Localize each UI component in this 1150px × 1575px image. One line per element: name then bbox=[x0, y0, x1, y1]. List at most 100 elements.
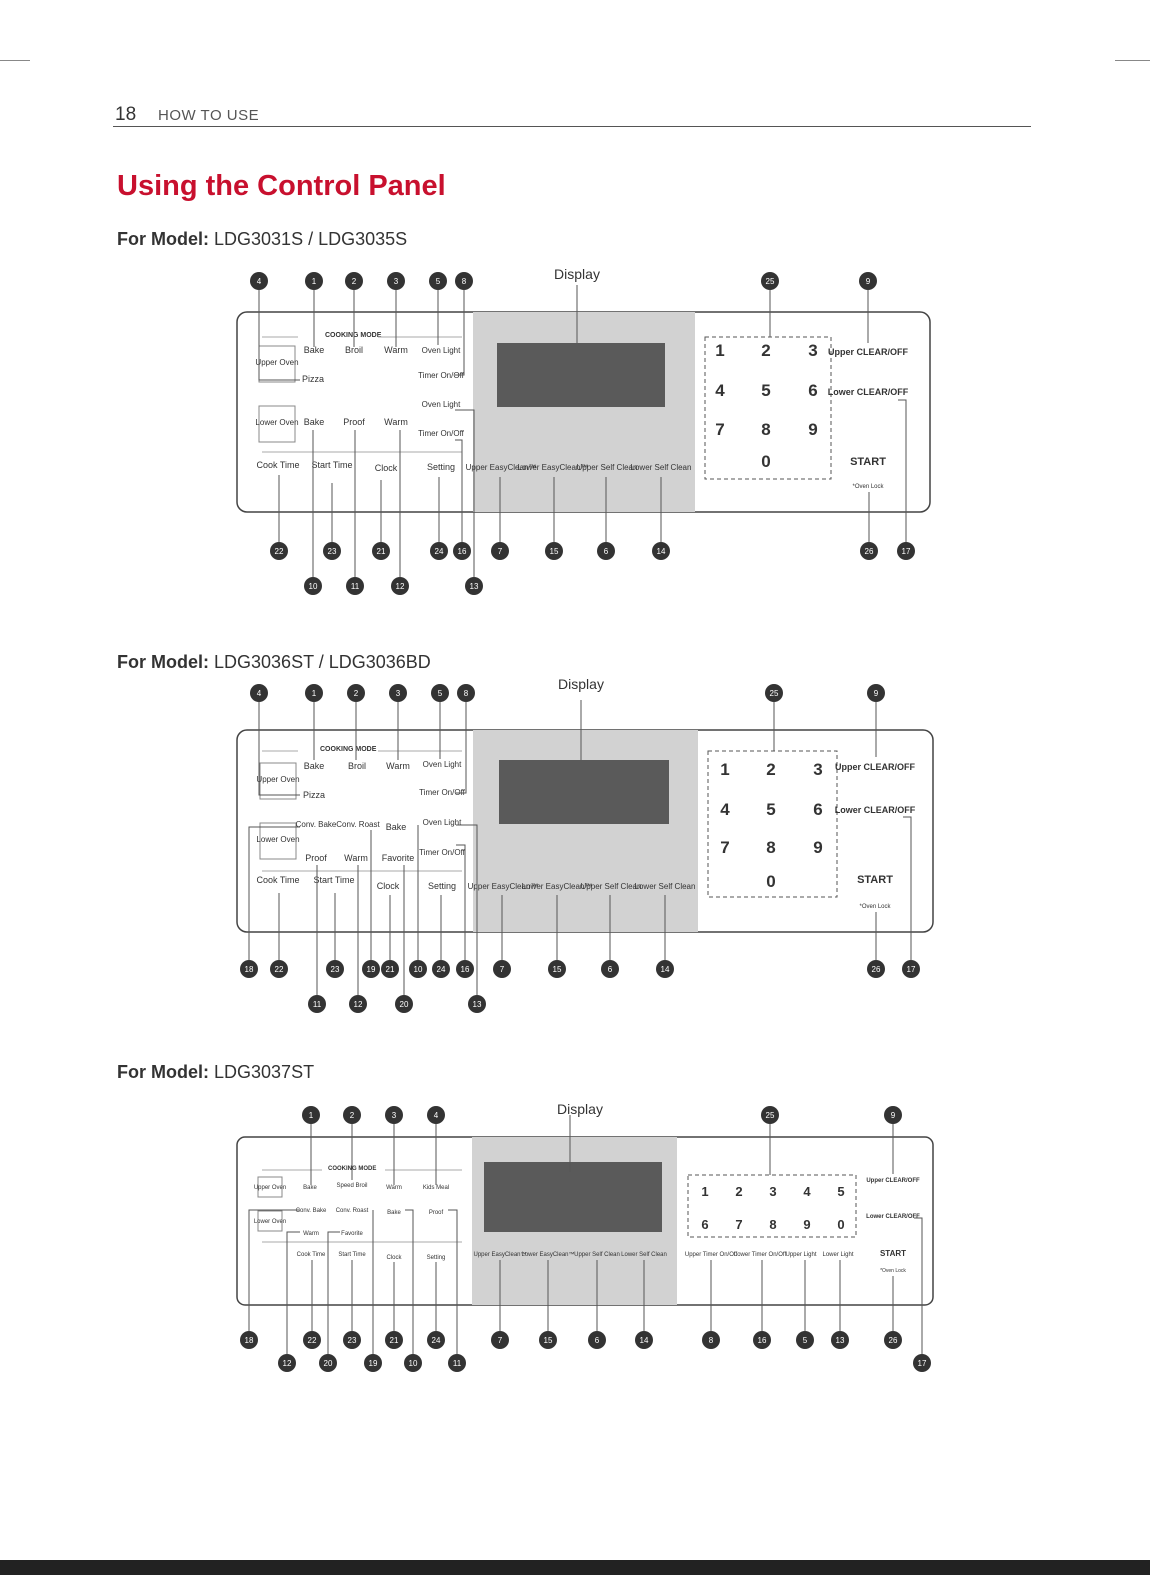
conv-roast-label: Conv. Roast bbox=[336, 820, 380, 829]
svg-text:23: 23 bbox=[348, 1336, 357, 1345]
setting-label: Setting bbox=[428, 881, 456, 891]
crop-mark bbox=[1115, 60, 1150, 61]
keypad-key: 6 bbox=[808, 381, 817, 400]
callout: 13 bbox=[468, 995, 486, 1013]
svg-text:14: 14 bbox=[661, 965, 670, 974]
callout: 11 bbox=[308, 995, 326, 1013]
conv-bake-label: Conv. Bake bbox=[296, 1208, 327, 1214]
callout: 12 bbox=[391, 577, 409, 595]
svg-text:25: 25 bbox=[766, 277, 775, 286]
control-panel-diagram: Display COOKING MODE Upper Oven Lower Ov… bbox=[236, 266, 931, 595]
svg-text:25: 25 bbox=[770, 689, 779, 698]
callout: 19 bbox=[362, 960, 380, 978]
bake-label: Bake bbox=[386, 822, 407, 832]
svg-text:21: 21 bbox=[390, 1336, 399, 1345]
callout: 17 bbox=[902, 960, 920, 978]
callout: 9 bbox=[867, 684, 885, 702]
svg-text:26: 26 bbox=[872, 965, 881, 974]
model-heading: For Model: LDG3037ST bbox=[117, 1062, 314, 1083]
callout: 15 bbox=[548, 960, 566, 978]
clean-label: Lower EasyClean™ bbox=[521, 1251, 574, 1258]
keypad-key: 7 bbox=[735, 1217, 742, 1232]
speed-broil-label: Speed Broil bbox=[336, 1183, 367, 1189]
callout: 25 bbox=[761, 1106, 779, 1124]
clean-label: Upper Self Clean bbox=[574, 1252, 620, 1258]
lower-clear-label: Lower CLEAR/OFF bbox=[828, 387, 909, 397]
callout: 19 bbox=[364, 1354, 382, 1372]
keypad-key: 8 bbox=[761, 420, 770, 439]
callout: 1 bbox=[305, 272, 323, 290]
warm-label: Warm bbox=[344, 853, 368, 863]
svg-text:22: 22 bbox=[275, 965, 284, 974]
oven-lock-label: *Oven Lock bbox=[852, 484, 884, 490]
svg-text:21: 21 bbox=[386, 965, 395, 974]
display-label: Display bbox=[558, 676, 604, 692]
lower-clear-label: Lower CLEAR/OFF bbox=[866, 1214, 920, 1220]
callout: 20 bbox=[395, 995, 413, 1013]
callout: 15 bbox=[539, 1331, 557, 1349]
callout: 26 bbox=[860, 542, 878, 560]
svg-text:7: 7 bbox=[498, 547, 503, 556]
svg-text:6: 6 bbox=[595, 1336, 600, 1345]
callout: 18 bbox=[240, 1331, 258, 1349]
clean-label: Upper EasyClean™ bbox=[466, 463, 537, 472]
svg-text:6: 6 bbox=[608, 965, 613, 974]
keypad-key: 0 bbox=[837, 1217, 844, 1232]
callout: 4 bbox=[250, 272, 268, 290]
model-prefix: For Model: bbox=[117, 652, 209, 672]
model-heading: For Model: LDG3031S / LDG3035S bbox=[117, 229, 407, 250]
lower-oven-button bbox=[257, 1210, 283, 1232]
svg-text:11: 11 bbox=[351, 582, 360, 591]
callout: 22 bbox=[303, 1331, 321, 1349]
control-panel-diagram: Display COOKING MODE Upper Oven Lower Ov… bbox=[236, 1101, 934, 1372]
callout: 16 bbox=[453, 542, 471, 560]
keypad-key: 1 bbox=[715, 341, 724, 360]
model-heading: For Model: LDG3036ST / LDG3036BD bbox=[117, 652, 431, 673]
svg-text:26: 26 bbox=[889, 1336, 898, 1345]
callout: 10 bbox=[409, 960, 427, 978]
display-label: Display bbox=[554, 266, 600, 282]
warm-label: Warm bbox=[384, 345, 408, 355]
svg-text:12: 12 bbox=[396, 582, 405, 591]
svg-text:18: 18 bbox=[245, 1336, 254, 1345]
keypad-key: 3 bbox=[769, 1184, 776, 1199]
keypad-key: 9 bbox=[803, 1217, 810, 1232]
svg-text:21: 21 bbox=[377, 547, 386, 556]
broil-label: Broil bbox=[348, 761, 366, 771]
mode-header: COOKING MODE bbox=[325, 332, 382, 339]
callout: 25 bbox=[765, 684, 783, 702]
svg-text:5: 5 bbox=[803, 1336, 808, 1345]
callout: 3 bbox=[387, 272, 405, 290]
clean-label: Lower EasyClean™ bbox=[518, 463, 589, 472]
page-number: 18 bbox=[115, 104, 137, 125]
proof-label: Proof bbox=[429, 1210, 444, 1216]
keypad-key: 4 bbox=[803, 1184, 811, 1199]
svg-text:23: 23 bbox=[331, 965, 340, 974]
svg-text:26: 26 bbox=[865, 547, 874, 556]
model-name: LDG3037ST bbox=[214, 1062, 315, 1082]
upper-oven-button bbox=[257, 1176, 283, 1198]
svg-text:3: 3 bbox=[392, 1111, 397, 1120]
model-name: LDG3036ST / LDG3036BD bbox=[214, 652, 431, 672]
svg-text:4: 4 bbox=[434, 1111, 439, 1120]
page-header: 18 HOW TO USE bbox=[113, 102, 1031, 127]
warm-label: Warm bbox=[384, 417, 408, 427]
keypad-key: 8 bbox=[766, 838, 775, 857]
control-panel-diagram: Display COOKING MODE Upper Oven Lower Ov… bbox=[236, 676, 934, 1013]
callout: 13 bbox=[831, 1331, 849, 1349]
svg-text:13: 13 bbox=[836, 1336, 845, 1345]
keypad-key: 4 bbox=[720, 800, 730, 819]
display-screen bbox=[484, 1162, 662, 1232]
callout: 23 bbox=[326, 960, 344, 978]
cook-time-label: Cook Time bbox=[297, 1252, 326, 1258]
oven-light-label: Oven Light bbox=[423, 818, 462, 827]
clock-label: Clock bbox=[375, 463, 398, 473]
light-label: Lower Light bbox=[822, 1252, 853, 1258]
callout: 26 bbox=[867, 960, 885, 978]
callout: 8 bbox=[702, 1331, 720, 1349]
upper-clear-label: Upper CLEAR/OFF bbox=[828, 347, 909, 357]
callout: 7 bbox=[493, 960, 511, 978]
oven-lock-label: *Oven Lock bbox=[859, 904, 891, 910]
callout: 22 bbox=[270, 960, 288, 978]
callout: 16 bbox=[753, 1331, 771, 1349]
